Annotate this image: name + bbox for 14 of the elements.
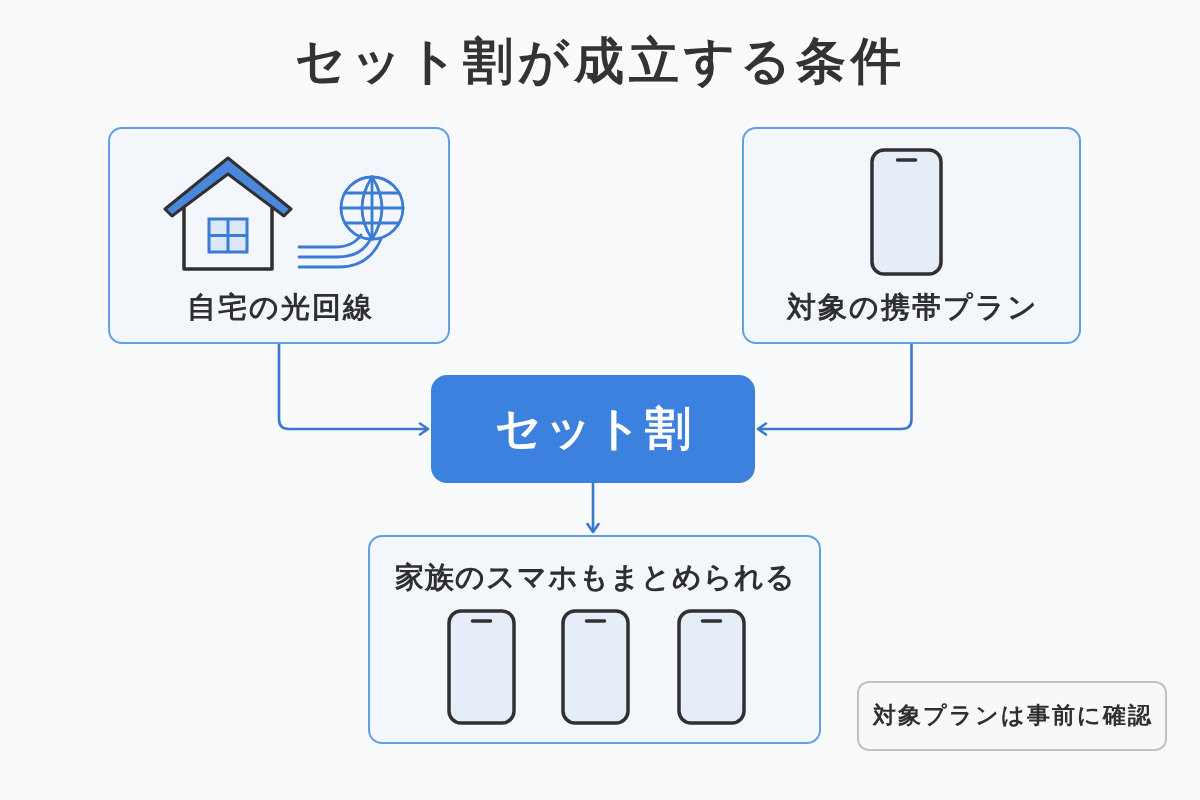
highlight-box bbox=[431, 375, 755, 483]
arrow bbox=[756, 344, 913, 436]
note-box bbox=[857, 681, 1167, 751]
info-card bbox=[742, 127, 1081, 344]
note-text: 対象プランは事前に確認 bbox=[871, 702, 1153, 730]
card-label: 自宅の光回線 bbox=[185, 289, 374, 325]
box-label: セット割 bbox=[494, 401, 694, 457]
info-card bbox=[108, 127, 450, 344]
arrow bbox=[277, 344, 430, 436]
card-label: 対象の携帯プラン bbox=[785, 289, 1039, 325]
card-label: 家族のスマホもまとめられる bbox=[393, 559, 796, 595]
title: セット割が成立する条件 bbox=[294, 31, 906, 92]
arrow bbox=[586, 483, 600, 534]
info-card bbox=[368, 535, 821, 744]
